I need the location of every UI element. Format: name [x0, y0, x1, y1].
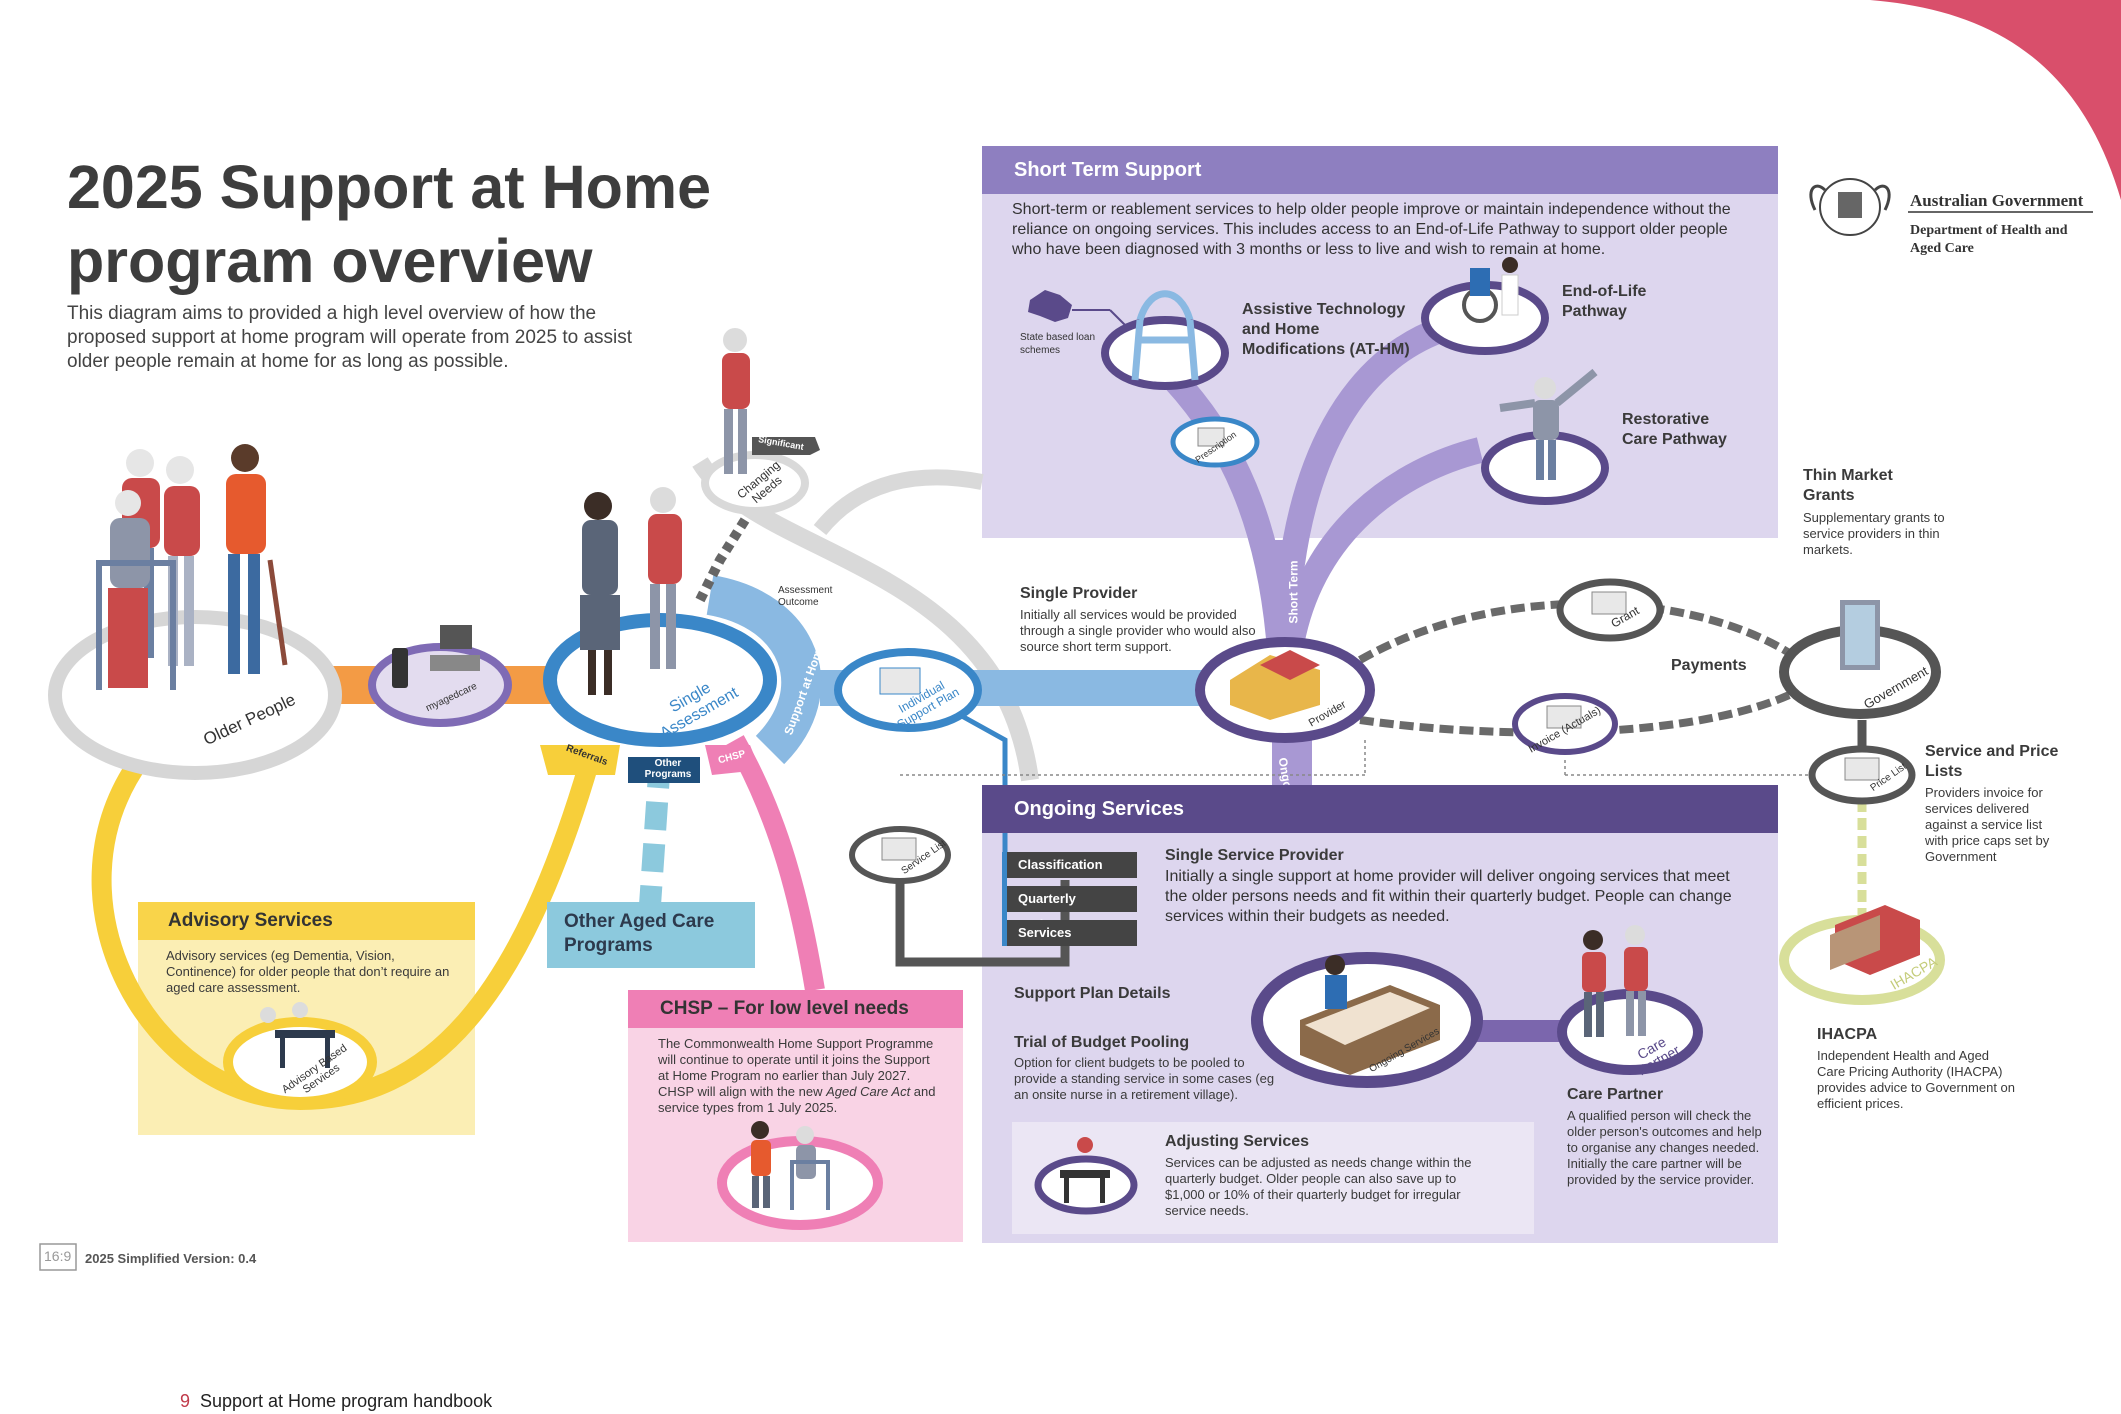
single-service-provider-heading: Single Service Provider: [1165, 847, 1344, 864]
support-plan-doc-icon: [879, 667, 921, 695]
support-plan-details-label: Support Plan Details: [1014, 985, 1171, 1002]
coat-of-arms-icon: [1809, 178, 1891, 236]
corner-swoosh: [1870, 0, 2121, 200]
gov-name: Australian Government: [1910, 191, 2084, 210]
single-provider-description: Initially all services would be provided…: [1020, 607, 1256, 654]
state-loan-label: State based loan schemes: [1020, 332, 1096, 356]
chsp-figures: [751, 1121, 830, 1210]
short-term-label: Short Term: [1286, 560, 1301, 624]
gov-department: Department of Health and Aged Care: [1910, 223, 2068, 256]
invoice-doc-icon: [1546, 705, 1582, 729]
page-subtitle: This diagram aims to provided a high lev…: [67, 303, 633, 372]
advisory-circle: [223, 1017, 377, 1107]
adjusting-text: Services can be adjusted as needs change…: [1165, 1155, 1472, 1218]
adjusting-heading: Adjusting Services: [1165, 1133, 1310, 1150]
page-number: 9: [180, 1391, 191, 1411]
short-term-heading: Short Term Support: [982, 146, 1778, 194]
chsp-description-2: and service types from 1 July 2025.: [658, 1084, 936, 1115]
dotted-link: [900, 740, 1835, 776]
older-people-figures: [96, 444, 288, 690]
ratio-box: [39, 1243, 77, 1271]
tab-accent-bar: [1002, 852, 1007, 946]
care-link: [1460, 1020, 1580, 1042]
other-programs-label: Other Programs: [644, 758, 692, 780]
assessment-figures: [580, 487, 682, 695]
care-partner-text: A qualified person will check the older …: [1567, 1108, 1762, 1187]
service-list-doc-icon: [881, 837, 917, 861]
chsp-description-1: The Commonwealth Home Support Programme …: [658, 1036, 934, 1099]
version-label: 2025 Simplified Version: 0.4: [85, 1251, 257, 1266]
changing-needs-figure: [722, 328, 750, 474]
provider-house-icon: [1230, 650, 1320, 720]
chsp-tab-bg: [705, 745, 760, 775]
adjusting-table-icon: [1060, 1137, 1110, 1203]
adjusting-circle: [1034, 1155, 1138, 1215]
payments-label: Payments: [1671, 657, 1747, 674]
prescription-doc-icon: [1197, 427, 1225, 447]
chsp-description: The Commonwealth Home Support Programme …: [658, 1036, 938, 1116]
assessment-outcome-label: Assessment Outcome: [778, 585, 833, 608]
ihacpa-description: Independent Health and Aged Care Pricing…: [1817, 1048, 2015, 1111]
grant-doc-icon: [1591, 591, 1627, 615]
payment-rail-bottom: [1359, 686, 1802, 737]
advisory-description: Advisory services (eg Dementia, Vision, …: [166, 948, 450, 995]
significant-tag: [752, 437, 820, 455]
tab-quarterly-budget: Quarterly Budget: [1002, 886, 1137, 932]
care-partner-heading: Care Partner: [1567, 1086, 1664, 1103]
walker-icon: [1131, 290, 1199, 381]
page-title: 2025 Support at Home program overview: [67, 153, 712, 295]
other-aged-care-heading: Other Aged Care Programs: [564, 911, 715, 956]
advisory-table-icon: [260, 1002, 335, 1068]
chsp-heading: CHSP – For low level needs: [628, 990, 963, 1028]
price-list-doc-icon: [1844, 757, 1880, 781]
chsp-description-italic: Aged Care Act: [826, 1084, 911, 1099]
end-of-life-label: End-of-Life Pathway: [1562, 283, 1647, 320]
tab-services: Services: [1002, 920, 1137, 946]
trial-text: Option for client budgets to be pooled t…: [1014, 1055, 1275, 1102]
ratio-label: 16:9: [44, 1248, 72, 1264]
care-partner-figures: [1582, 925, 1648, 1037]
chevron-arrows: [695, 517, 750, 603]
handbook-title: Support at Home program handbook: [200, 1391, 493, 1411]
advisory-heading: Advisory Services: [138, 902, 475, 940]
ihacpa-heading: IHACPA: [1817, 1026, 1878, 1043]
thin-market-heading: Thin Market Grants: [1803, 467, 1893, 504]
referrals-tab-bg: [540, 745, 620, 775]
service-price-description: Providers invoice for services delivered…: [1925, 785, 2050, 864]
australia-map-icon: [1028, 290, 1126, 326]
wheelchair-icon: [1462, 257, 1519, 323]
other-programs-tab-bg: [628, 757, 700, 783]
restorative-label: Restorative Care Pathway: [1622, 411, 1727, 448]
service-price-heading: Service and Price Lists: [1925, 743, 2059, 780]
trial-heading: Trial of Budget Pooling: [1014, 1034, 1190, 1051]
at-hm-label: Assistive Technology and Home Modificati…: [1242, 301, 1410, 358]
support-at-home-arc: [706, 575, 822, 765]
at-hm-circle: [1101, 316, 1229, 390]
restorative-figure: [1499, 368, 1598, 480]
ongoing-services-bed-icon: [1300, 955, 1440, 1075]
restorative-circle: [1481, 431, 1609, 505]
single-service-provider-text: Initially a single support at home provi…: [1165, 868, 1732, 925]
tab-classification: Classification: [1002, 852, 1137, 878]
single-provider-heading: Single Provider: [1020, 585, 1138, 602]
other-programs-line: [639, 759, 671, 906]
short-term-description: Short-term or reablement services to hel…: [1012, 201, 1731, 258]
ihacpa-building-icon: [1830, 905, 1920, 975]
government-building-icon: [1840, 600, 1880, 670]
myagedcare-icons: [392, 625, 480, 688]
other-aged-care-box: [547, 902, 755, 968]
changing-needs-loop-2: [813, 469, 984, 536]
ongoing-heading: Ongoing Services: [982, 785, 1778, 833]
thin-market-description: Supplementary grants to service provider…: [1803, 510, 1945, 557]
